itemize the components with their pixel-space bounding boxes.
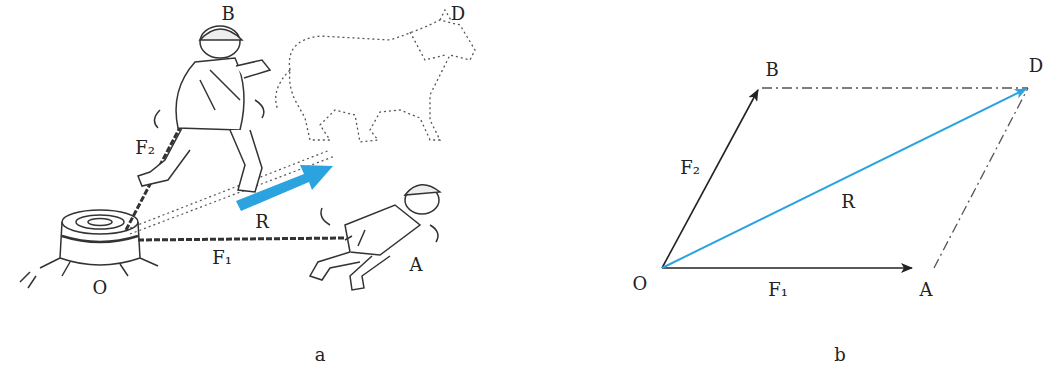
resultant-arrow bbox=[236, 165, 333, 211]
point-label: D bbox=[449, 4, 467, 24]
subfigure-label: a bbox=[313, 345, 328, 365]
force-label: F₁ bbox=[210, 248, 234, 268]
rope-f1 bbox=[138, 238, 345, 240]
horse-outline bbox=[276, 10, 475, 142]
force-label: F₂ bbox=[133, 138, 157, 158]
subfigure-label: b bbox=[832, 345, 848, 365]
force-label: F₁ bbox=[766, 280, 790, 300]
point-label: D bbox=[1027, 56, 1045, 76]
point-label: A bbox=[918, 280, 935, 300]
point-label: O bbox=[91, 278, 110, 298]
tree-stump bbox=[20, 210, 158, 288]
force-label: F₂ bbox=[678, 158, 702, 178]
parallelogram bbox=[662, 88, 1028, 268]
force-label: R bbox=[253, 212, 271, 232]
point-label: B bbox=[763, 60, 780, 80]
point-label: O bbox=[631, 274, 650, 294]
point-label: A bbox=[408, 255, 425, 275]
person-b bbox=[138, 26, 270, 192]
force-label: R bbox=[839, 192, 857, 212]
person-a bbox=[310, 185, 440, 290]
point-label: B bbox=[219, 4, 236, 24]
